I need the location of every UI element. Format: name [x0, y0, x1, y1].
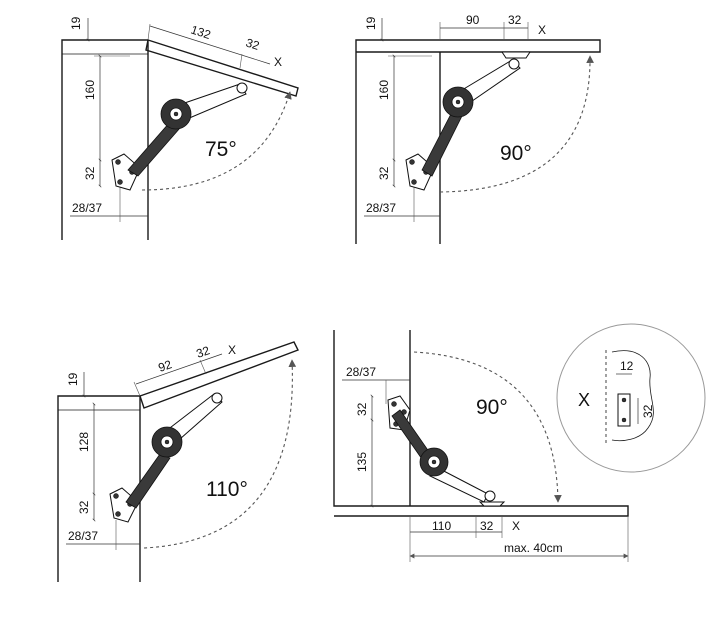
dim-top-label: 19: [69, 16, 83, 30]
lid-stay-mechanism: [111, 82, 248, 191]
marker-x: X: [228, 343, 236, 357]
dim-offset-label: 28/37: [68, 529, 98, 543]
dim-offset-label: 28/37: [366, 201, 396, 215]
panel-flap-90-degree: 28/37 32 135 110 32 X ma: [333, 330, 629, 562]
angle-label: 75°: [205, 138, 237, 161]
dim-bottom-label: 110: [432, 519, 451, 533]
angle-label: 90°: [476, 396, 508, 419]
lid-stay-mechanism: [405, 51, 531, 191]
lid: [145, 39, 299, 97]
angle-label: 90°: [500, 142, 532, 165]
dim-small-label: 32: [244, 36, 261, 54]
dim-upper-label: 32: [355, 402, 369, 416]
marker-x: X: [538, 23, 546, 37]
dim-vertical-label: 160: [83, 80, 97, 100]
dim-top-label: 19: [364, 16, 378, 30]
dim-offset-label: 28/37: [72, 201, 102, 215]
dim-small-label: 32: [194, 343, 211, 361]
dim-small-label: 32: [480, 519, 494, 533]
dim-along-label: 132: [189, 23, 213, 43]
dim-along-label: 92: [156, 357, 173, 375]
panel-110-degree: 19 92 32 X 128 32 28/37 110°: [57, 341, 299, 582]
dim-lower-label: 32: [83, 166, 97, 180]
marker-x: X: [274, 55, 282, 69]
dim-vertical-label: 135: [355, 452, 369, 472]
dim-top-label: 19: [66, 372, 80, 386]
detail-dim-v: 32: [641, 404, 655, 418]
dim-small-label: 32: [508, 13, 522, 27]
dim-max-label: max. 40cm: [504, 541, 563, 555]
flap-stay-mechanism: [387, 395, 506, 507]
angle-label: 110°: [206, 478, 248, 501]
dim-lower-label: 32: [377, 166, 391, 180]
panel-90-degree: 19 90 32 X 160 32 28/37: [355, 13, 601, 244]
detail-circle: [556, 323, 706, 473]
detail-x: X 12 32: [556, 323, 706, 473]
dim-offset-label: 28/37: [346, 365, 376, 379]
lid: [139, 341, 299, 409]
dim-vertical-label: 160: [377, 80, 391, 100]
dim-lower-label: 32: [77, 500, 91, 514]
marker-x: X: [512, 519, 520, 533]
detail-marker: X: [578, 390, 590, 410]
detail-dim-h: 12: [620, 359, 634, 373]
lid-stay-mechanism: [109, 392, 223, 523]
dim-vertical-label: 128: [77, 432, 91, 452]
dim-along-label: 90: [466, 13, 480, 27]
panel-75-degree: 19 132 32 X 160 32 28/37: [61, 16, 299, 240]
